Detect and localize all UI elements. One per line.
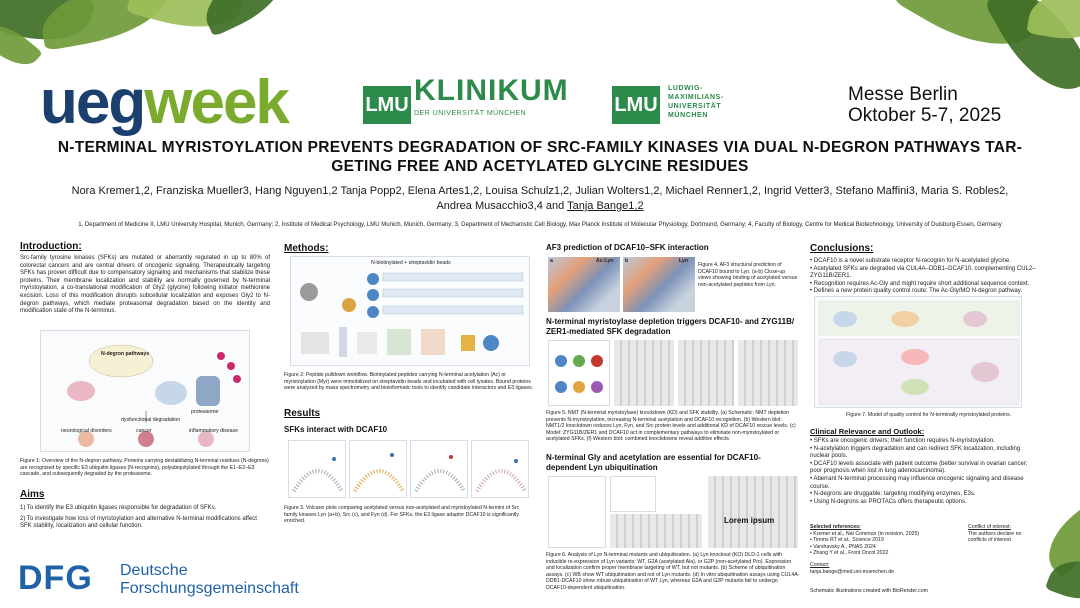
poster-title: N-TERMINAL MYRISTOYLATION PREVENTS DEGRA… bbox=[57, 139, 1023, 175]
references-section: Selected references: Kremer et al., Nat … bbox=[810, 524, 950, 575]
lyn-localization-images bbox=[548, 476, 606, 548]
figure-6-panels: Lorem ipsum bbox=[548, 476, 798, 548]
dfg-name: Deutsche Forschungsgemeinschaft bbox=[120, 562, 299, 597]
list-item: N-acetylation triggers degradation and c… bbox=[810, 446, 1028, 461]
references-list: Kremer et al., Nat Commun (in revision, … bbox=[810, 531, 950, 557]
figure-6-caption: Figure 6. Analysis of Lyn N-terminal mut… bbox=[546, 552, 800, 591]
list-item: Kremer et al., Nat Commun (in revision, … bbox=[810, 531, 950, 538]
gly-heading: N-terminal Gly and acetylation are essen… bbox=[546, 453, 761, 472]
list-item: DCAF10 is a novel substrate receptor N-r… bbox=[810, 258, 1060, 266]
nmt-western-blot-b bbox=[614, 340, 674, 406]
clinical-heading: Clinical Relevance and Outlook: bbox=[810, 427, 925, 436]
in-vitro-ubiquitination-blot-d bbox=[708, 476, 798, 548]
list-item: Recognition requires Ac-Gly and might re… bbox=[810, 281, 1060, 289]
list-item: SFKs are oncogenic drivers; their functi… bbox=[810, 438, 1028, 446]
pulldown-workflow-diagram bbox=[300, 272, 524, 357]
figure-5-panels bbox=[548, 340, 798, 406]
list-item: DCAF10 levels associate with patient out… bbox=[810, 461, 1028, 476]
conflict-of-interest: Conflict of interest: The authors declar… bbox=[968, 524, 1022, 544]
figure-2-workflow: N-biotinylated + streptavidin beads bbox=[290, 256, 530, 366]
lmu-university-name: LUDWIG- MAXIMILIANS- UNIVERSITÄT MÜNCHEN bbox=[668, 85, 724, 119]
af3-structure-lyn: b Lyn bbox=[623, 257, 695, 312]
quality-control-model-diagram bbox=[818, 300, 1020, 406]
ndegron-pathway-diagram bbox=[67, 344, 241, 447]
list-item: Acetylated SFKs are degraded via CUL4A–D… bbox=[810, 266, 1060, 281]
list-item: Timms RT et al., Science 2019 bbox=[810, 537, 950, 544]
list-item: Zhang Y et al., Front Oncol 2022 bbox=[810, 550, 950, 557]
figure-3-caption: Figure 3. Volcano plots comparing acetyl… bbox=[284, 505, 520, 525]
list-item: Aberrant N-terminal processing may influ… bbox=[810, 476, 1028, 491]
volcano-plot-d bbox=[471, 440, 529, 498]
affiliations: 1, Department of Medicine II, LMU Univer… bbox=[78, 222, 1002, 228]
results-heading: Results bbox=[284, 408, 321, 419]
figure-7-caption: Figure 7. Model of quality control for N… bbox=[846, 412, 1012, 418]
lorem-ipsum-label: Lorem ipsum bbox=[724, 516, 775, 525]
list-item: Using N-degrons as PROTACs offers therap… bbox=[810, 499, 1028, 507]
nmt-schematic bbox=[548, 340, 610, 406]
introduction-heading: Introduction: bbox=[20, 241, 82, 252]
dfg-logo: DFG bbox=[18, 559, 93, 597]
lmu-university-logo: LMU bbox=[612, 86, 660, 124]
references-heading: Selected references: bbox=[810, 524, 861, 530]
figure-1-ndegron-overview: N-degron pathways proteasome dysfunction… bbox=[40, 330, 250, 452]
lmu-logo: LMU bbox=[363, 86, 411, 124]
volcano-plot-b bbox=[349, 440, 407, 498]
ubiquitination-scheme bbox=[610, 476, 656, 512]
figure-3-volcano-plots bbox=[288, 440, 532, 500]
nmt-western-blot-f bbox=[738, 340, 798, 406]
clinical-list: SFKs are oncogenic drivers; their functi… bbox=[810, 438, 1028, 506]
list-item: Defines a new protein quality control ro… bbox=[810, 288, 1060, 296]
af3-structure-ac-lyn: a Ac-Lyn bbox=[548, 257, 620, 312]
conclusions-heading: Conclusions: bbox=[810, 243, 874, 254]
results-subheading: SFKs interact with DCAF10 bbox=[284, 425, 388, 434]
introduction-text: Src-family tyrosine kinases (SFKs) are m… bbox=[20, 255, 270, 315]
author-list: Nora Kremer1,2, Franziska Mueller3, Hang… bbox=[71, 185, 1009, 212]
klinikum-logo: KLINIKUM DER UNIVERSITÄT MÜNCHEN bbox=[414, 74, 569, 117]
volcano-plot-c bbox=[410, 440, 468, 498]
figure-5-caption: Figure 5. NMT (N-terminal myristoylase) … bbox=[546, 410, 796, 443]
introduction-section: Introduction: Src-family tyrosine kinase… bbox=[20, 241, 270, 316]
conclusions-section: Conclusions: DCAF10 is a novel substrate… bbox=[810, 243, 1060, 296]
methods-section: Methods: bbox=[284, 243, 534, 254]
nmt-western-blot-c bbox=[678, 340, 734, 406]
results-section: Results SFKs interact with DCAF10 bbox=[284, 408, 534, 434]
contact-email: tanja.bange@med.uni-muenchen.de bbox=[810, 568, 895, 575]
list-item: N-degrons are druggable: targeting modif… bbox=[810, 491, 1028, 499]
figure-1-caption: Figure 1: Overview of the N-degron pathw… bbox=[20, 458, 269, 478]
lyn-western-blot-c bbox=[610, 514, 702, 548]
methods-heading: Methods: bbox=[284, 243, 329, 254]
aims-heading: Aims bbox=[20, 489, 45, 500]
list-item: Varshavsky A., PNAS 2024 bbox=[810, 544, 950, 551]
volcano-plot-a bbox=[288, 440, 346, 498]
figure-4-caption: Figure 4. AF3 structural prediction of D… bbox=[698, 262, 798, 288]
biorender-credit: Schematic illustrations created with Bio… bbox=[810, 588, 928, 594]
ueg-week-logo: uegweek bbox=[40, 68, 290, 137]
figure-2-caption: Figure 2: Peptide pulldown workflow. Bio… bbox=[284, 372, 534, 392]
aims-section: Aims 1) To identify the E3 ubiquitin lig… bbox=[20, 489, 270, 531]
figure-7-model bbox=[814, 296, 1022, 408]
conclusions-list: DCAF10 is a novel substrate receptor N-r… bbox=[810, 258, 1060, 296]
clinical-relevance-section: Clinical Relevance and Outlook: SFKs are… bbox=[810, 427, 1028, 506]
af3-heading: AF3 prediction of DCAF10–SFK interaction bbox=[546, 243, 709, 252]
nmt-heading: N-terminal myristoylase depletion trigge… bbox=[546, 317, 795, 336]
venue-info: Messe Berlin Oktober 5-7, 2025 bbox=[848, 84, 1002, 126]
